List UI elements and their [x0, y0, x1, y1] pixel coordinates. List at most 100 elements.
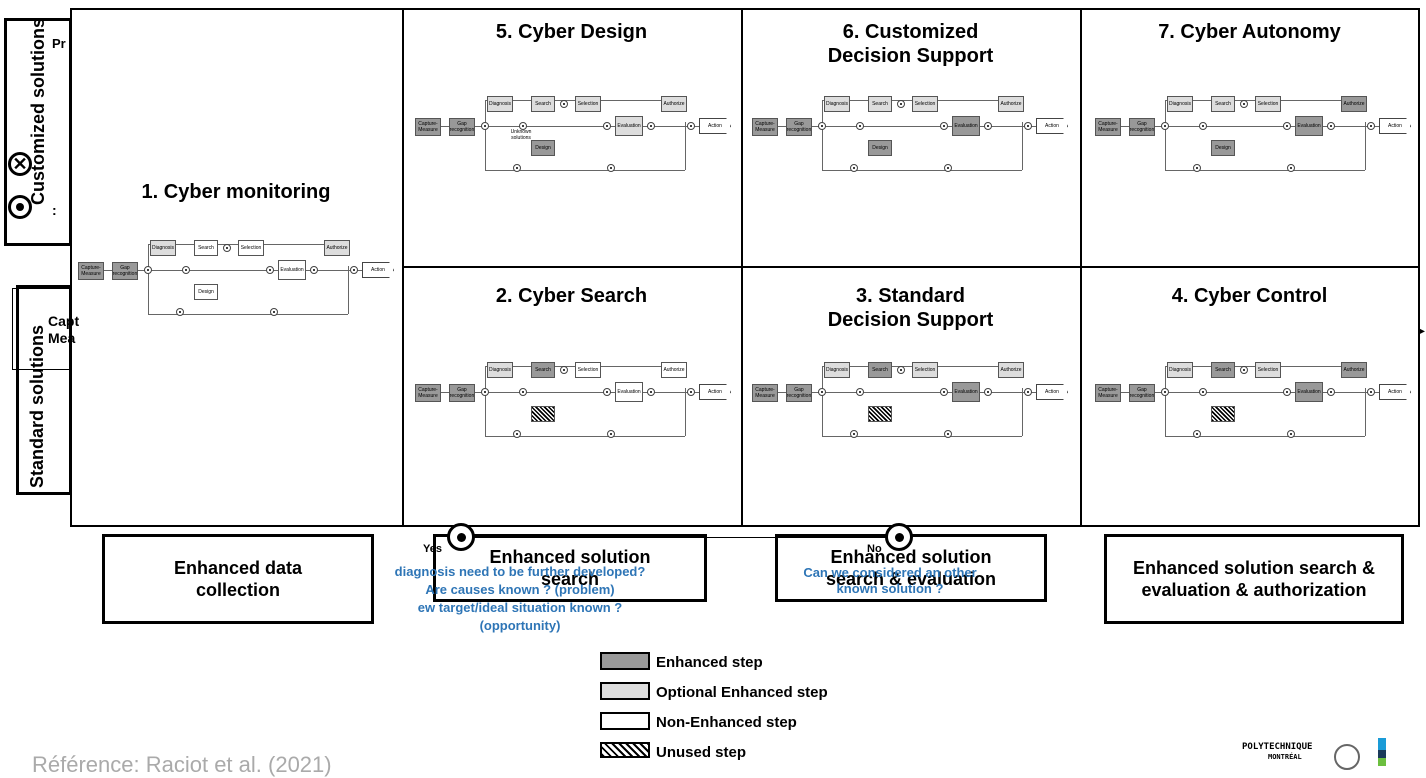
gateway-icon	[144, 266, 152, 274]
gap-recognition-step: Gap recognition	[112, 262, 138, 280]
flow-line	[822, 366, 823, 436]
flow-line	[485, 100, 486, 170]
evaluation-step: Evaluation	[1295, 116, 1323, 136]
capture-measure-step: Capture-Measure	[415, 384, 441, 402]
search-step: Search	[1211, 96, 1235, 112]
legend-non-enhanced-swatch	[600, 712, 650, 730]
gateway-icon	[513, 164, 521, 172]
selection-step: Selection	[238, 240, 264, 256]
enhanced-solution-search-box: Enhanced solution search	[433, 534, 707, 602]
gateway-icon	[519, 388, 527, 396]
capture-measure-step: Capture-Measure	[78, 262, 104, 280]
gateway-icon	[176, 308, 184, 316]
search-step: Search	[868, 362, 892, 378]
legend-optional-swatch	[600, 682, 650, 700]
gateway-icon	[603, 122, 611, 130]
gateway-icon	[984, 122, 992, 130]
enhanced-search-evaluation-authorization-box: Enhanced solution search & evaluation & …	[1104, 534, 1404, 624]
gateway-icon	[1161, 388, 1169, 396]
search-step: Search	[194, 240, 218, 256]
flow-line	[1022, 388, 1023, 436]
capture-measure-step: Capture-Measure	[1095, 384, 1121, 402]
flow-line	[1022, 122, 1023, 170]
gateway-icon	[481, 122, 489, 130]
gateway-icon	[1367, 388, 1375, 396]
gateway-icon	[481, 388, 489, 396]
flow-line	[441, 126, 731, 127]
gateway-icon	[1199, 122, 1207, 130]
flow-line	[1165, 100, 1166, 170]
gateway-icon	[1327, 388, 1335, 396]
gateway-icon	[1199, 388, 1207, 396]
gateway-icon	[850, 430, 858, 438]
selection-step: Selection	[575, 96, 601, 112]
gateway-dot-icon	[8, 195, 32, 219]
capture-measure-step: Capture-Measure	[1095, 118, 1121, 136]
connector-line	[470, 537, 900, 538]
flow-line	[822, 170, 1022, 171]
question-diagnosis: diagnosis need to be further developed? …	[394, 564, 646, 633]
design-step	[1211, 406, 1235, 422]
unknown-solutions-note: Unknown solutions	[510, 129, 532, 141]
logo-bar-blue	[1378, 738, 1386, 750]
flow-line	[778, 392, 1068, 393]
gateway-icon	[818, 122, 826, 130]
standard-solutions-box	[16, 285, 72, 495]
flow-line	[778, 126, 1068, 127]
diagnosis-step: Diagnosis	[150, 240, 176, 256]
logo-bar-dark	[1378, 750, 1386, 758]
polytechnique-logo: POLYTECHNIQUE MONTRÉAL	[1242, 738, 1422, 770]
gateway-icon	[944, 164, 952, 172]
gap-recognition-step: Gap recognition	[1129, 384, 1155, 402]
flow-line	[1121, 126, 1411, 127]
cell-title-4: 4. Cyber Control	[1171, 285, 1328, 307]
colon-fragment: :	[52, 202, 57, 218]
flow-line	[348, 266, 349, 314]
legend-unused-swatch	[600, 742, 650, 758]
legend-non-enhanced-label: Non-Enhanced step	[656, 714, 797, 731]
gateway-dot-icon	[885, 523, 913, 551]
action-step: Action	[1036, 118, 1068, 134]
evaluation-step: Evaluation	[952, 382, 980, 402]
gateway-icon	[310, 266, 318, 274]
gateway-icon	[607, 164, 615, 172]
yes-label: Yes	[423, 543, 442, 555]
authorize-step: Authorize	[998, 96, 1024, 112]
evaluation-step: Evaluation	[1295, 382, 1323, 402]
gap-recognition-step: Gap recognition	[786, 118, 812, 136]
gateway-icon	[1367, 122, 1375, 130]
cell-title-7: 7. Cyber Autonomy	[1158, 21, 1341, 43]
action-step: Action	[699, 118, 731, 134]
flow-line	[1165, 170, 1365, 171]
flow-line	[485, 170, 685, 171]
gateway-icon	[856, 122, 864, 130]
gap-recognition-step: Gap recognition	[786, 384, 812, 402]
diagnosis-step: Diagnosis	[824, 362, 850, 378]
gateway-icon	[1283, 122, 1291, 130]
selection-step: Selection	[1255, 96, 1281, 112]
cell-title-2: 2. Cyber Search	[495, 285, 648, 307]
design-step	[868, 406, 892, 422]
design-step	[531, 406, 555, 422]
capture-measure-step: Capture-Measure	[752, 118, 778, 136]
capt-frame	[12, 288, 70, 370]
search-step: Search	[1211, 362, 1235, 378]
gap-recognition-step: Gap recognition	[1129, 118, 1155, 136]
flow-line	[1365, 122, 1366, 170]
gap-recognition-step: Gap recognition	[449, 118, 475, 136]
legend-enhanced-label: Enhanced step	[656, 654, 763, 671]
reference-text: Référence: Raciot et al. (2021)	[32, 752, 332, 777]
diagnosis-step: Diagnosis	[487, 96, 513, 112]
diagnosis-step: Diagnosis	[824, 96, 850, 112]
flow-line	[822, 100, 823, 170]
maturity-grid	[70, 8, 1420, 527]
customized-solutions-label: Customized solutions	[28, 17, 48, 205]
action-step: Action	[1379, 118, 1411, 134]
gateway-icon	[223, 244, 231, 252]
flow-line	[685, 122, 686, 170]
cell-title-1: 1. Cyber monitoring	[141, 181, 331, 203]
gateway-icon	[266, 266, 274, 274]
gateway-icon	[182, 266, 190, 274]
logo-seal-icon	[1334, 744, 1360, 770]
